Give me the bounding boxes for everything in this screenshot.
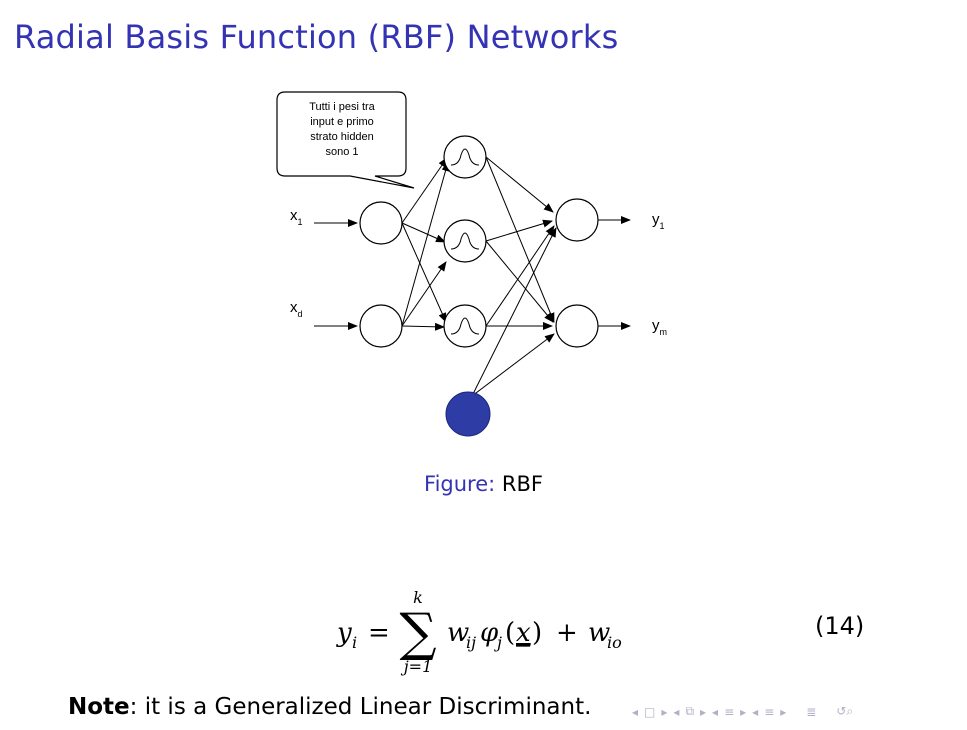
equation-number: (14) bbox=[815, 612, 865, 640]
figure-caption: Figure: RBF bbox=[0, 472, 967, 496]
note-text: : it is a Generalized Linear Discriminan… bbox=[129, 694, 592, 720]
callout-line-4: sono 1 bbox=[325, 146, 358, 158]
callout-line-3: strato hidden bbox=[310, 131, 374, 143]
output-label-1: y1 bbox=[652, 211, 665, 231]
input-node-1 bbox=[359, 201, 403, 245]
hidden-node-2 bbox=[443, 219, 487, 263]
input-hidden-edges bbox=[401, 157, 450, 331]
part-icon[interactable]: ≡ bbox=[764, 704, 775, 719]
hidden-node-3 bbox=[443, 304, 487, 348]
bias-node bbox=[445, 391, 491, 437]
input-label-1: x1 bbox=[290, 207, 303, 227]
note: Note: it is a Generalized Linear Discrim… bbox=[68, 694, 591, 720]
beamer-navigation: ◂ □ ▸ ◂ ⧉ ▸ ◂ ≡ ▸ ◂ ≡ ▸ ≣ ↺⌕ bbox=[632, 704, 853, 719]
subsection-prev-icon[interactable]: ◂ bbox=[673, 704, 680, 719]
gaussian-icon bbox=[450, 232, 480, 250]
slide-title: Radial Basis Function (RBF) Networks bbox=[14, 18, 619, 56]
input-arrows bbox=[314, 216, 631, 330]
output-label-m: ym bbox=[652, 317, 667, 337]
input-label-d: xd bbox=[290, 299, 303, 319]
note-bold: Note bbox=[68, 694, 130, 720]
caption-label: Figure: bbox=[424, 472, 496, 496]
part-prev-icon[interactable]: ◂ bbox=[752, 704, 759, 719]
subsection-icon[interactable]: ⧉ bbox=[685, 704, 695, 718]
frame-prev-icon[interactable]: ◂ bbox=[632, 704, 639, 719]
callout-line-2: input e primo bbox=[310, 116, 374, 128]
caption-text: RBF bbox=[501, 472, 543, 496]
section-prev-icon[interactable]: ◂ bbox=[712, 704, 719, 719]
search-zoom-icon[interactable]: ↺⌕ bbox=[836, 704, 854, 718]
output-node-m bbox=[555, 304, 599, 348]
frame-next-icon[interactable]: ▸ bbox=[661, 704, 668, 719]
hidden-output-edges bbox=[471, 156, 557, 397]
gaussian-icon bbox=[450, 148, 480, 166]
section-next-icon[interactable]: ▸ bbox=[740, 704, 747, 719]
hidden-node-1 bbox=[443, 135, 487, 179]
callout-bubble: Tutti i pesi tra input e primo strato hi… bbox=[276, 91, 415, 189]
align-icon[interactable]: ≣ bbox=[806, 704, 817, 719]
output-node-1 bbox=[555, 198, 599, 242]
callout-line-1: Tutti i pesi tra bbox=[309, 101, 375, 113]
gaussian-icon bbox=[450, 317, 480, 335]
input-node-d bbox=[359, 304, 403, 348]
section-icon[interactable]: ≡ bbox=[724, 704, 735, 719]
frame-icon[interactable]: □ bbox=[644, 704, 656, 719]
part-next-icon[interactable]: ▸ bbox=[780, 704, 787, 719]
subsection-next-icon[interactable]: ▸ bbox=[700, 704, 707, 719]
